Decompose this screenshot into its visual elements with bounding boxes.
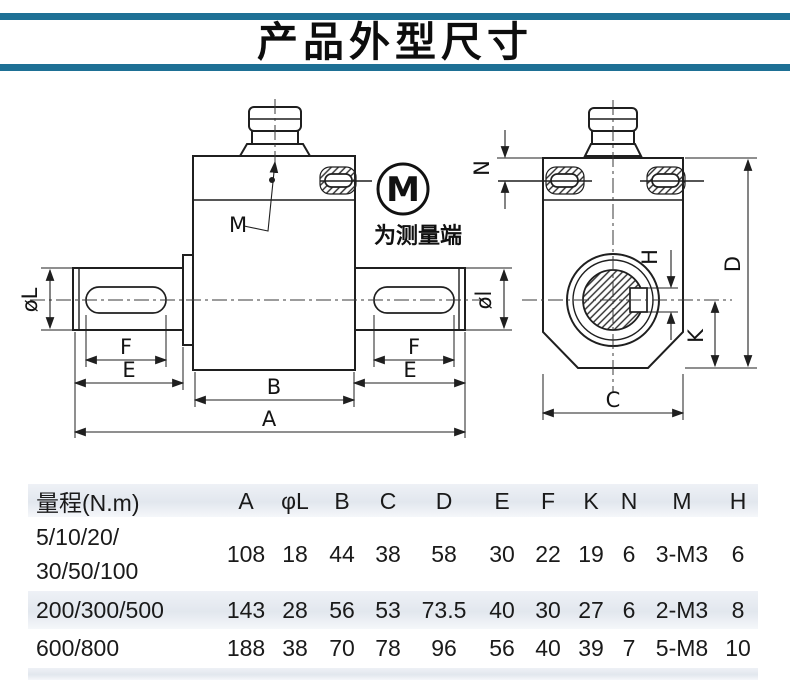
m-circle-icon — [376, 162, 430, 216]
table-cell: 73.5 — [421, 596, 467, 623]
header-cell: C — [379, 487, 397, 514]
header-cell: φL — [281, 487, 309, 514]
m-hole-callout: M — [229, 160, 279, 237]
range-cell: 600/800 — [36, 635, 120, 661]
dim-label-phiL: øL — [18, 287, 42, 312]
table-cell: 7 — [622, 635, 636, 661]
table-row: 200/300/500 143 28 56 53 73.5 40 30 27 6… — [28, 591, 758, 629]
table-cell: 18 — [282, 540, 308, 567]
header-cell: D — [435, 487, 453, 514]
table-cell: 6 — [731, 540, 745, 567]
range-line: 30/50/100 — [36, 558, 139, 584]
table-cell: 30 — [535, 596, 561, 623]
dim-label-F: F — [120, 335, 132, 359]
dim-label-N: N — [470, 160, 494, 176]
table-cell: 40 — [535, 635, 561, 661]
measuring-end-note: M 为测量端 — [374, 162, 462, 248]
table-cell: 22 — [535, 540, 561, 567]
table-cell: 38 — [375, 540, 401, 567]
header-cell: H — [729, 487, 747, 514]
dim-label-A: A — [262, 407, 277, 431]
table-cell: 56 — [329, 596, 355, 623]
header-cell: M — [672, 487, 692, 514]
header-cell: 量程(N.m) — [36, 490, 140, 516]
table-cell: 188 — [226, 635, 266, 661]
table-footer-rule — [28, 668, 758, 680]
table-cell: 40 — [489, 596, 515, 623]
range-line: 5/10/20/ — [36, 524, 120, 550]
range-cell: 200/300/500 — [36, 596, 164, 623]
table-cell: 8 — [731, 596, 745, 623]
table-cell: 96 — [431, 635, 457, 661]
table-cell: 3-M3 — [655, 540, 709, 567]
measuring-end-text: 为测量端 — [374, 223, 462, 248]
m-circle-letter: M — [386, 170, 420, 210]
table-row: 5/10/20/ 30/50/100 108 18 44 38 58 30 22… — [28, 517, 758, 591]
dim-label-phil: øl — [472, 291, 496, 310]
table-cell: 70 — [329, 635, 355, 661]
side-view — [72, 106, 466, 371]
header-cell: N — [620, 487, 638, 514]
table-cell: 53 — [375, 596, 401, 623]
header-cell: E — [494, 487, 510, 514]
table-row: 600/800 188 38 70 78 96 56 40 39 7 5-M8 … — [28, 629, 758, 668]
table-cell: 2-M3 — [655, 596, 709, 623]
dim-label-K: K — [684, 328, 708, 343]
dim-label-E: E — [122, 358, 135, 382]
dim-label-m: M — [229, 213, 247, 237]
table-cell: 143 — [226, 596, 266, 623]
range-cell: 5/10/20/ 30/50/100 — [28, 520, 220, 588]
header-cell: K — [583, 487, 599, 514]
table-cell: 6 — [622, 596, 636, 623]
header-cell: F — [540, 487, 556, 514]
table-header-row: 量程(N.m) A φL B C D E F K N M H — [28, 484, 758, 517]
table-cell: 38 — [282, 635, 308, 661]
table-cell: 44 — [329, 540, 355, 567]
table-cell: 5-M8 — [655, 635, 709, 661]
dimension-table: 量程(N.m) A φL B C D E F K N M H 5/10/20/ … — [28, 484, 758, 680]
dim-label-D: D — [721, 256, 745, 272]
dim-label-E2: E — [403, 358, 416, 382]
table-cell: 19 — [578, 540, 604, 567]
header-cell: A — [238, 487, 254, 514]
dim-label-H: H — [638, 249, 662, 265]
table-cell: 28 — [282, 596, 308, 623]
page-title: 产品外型尺寸 — [257, 19, 533, 65]
dim-label-C: C — [606, 388, 621, 412]
table-cell: 58 — [431, 540, 457, 567]
table-cell: 30 — [489, 540, 515, 567]
table-cell: 78 — [375, 635, 401, 661]
table-cell: 108 — [226, 540, 266, 567]
table-cell: 6 — [622, 540, 636, 567]
table-cell: 56 — [489, 635, 515, 661]
outline-drawing: M M 为测量端 øL øl F — [18, 99, 757, 438]
end-view-dimensions: N H K D C — [470, 130, 757, 420]
title-rule-top — [0, 13, 790, 20]
title-rule-bottom — [0, 64, 790, 71]
table-cell: 39 — [578, 635, 604, 661]
table-cell: 10 — [725, 635, 751, 661]
dim-label-F2: F — [408, 335, 420, 359]
dim-label-B: B — [267, 375, 281, 399]
header-cell: B — [334, 487, 350, 514]
end-view — [498, 107, 704, 369]
table-cell: 27 — [578, 596, 604, 623]
side-view-dimensions: øL øl F F E E — [18, 267, 512, 438]
